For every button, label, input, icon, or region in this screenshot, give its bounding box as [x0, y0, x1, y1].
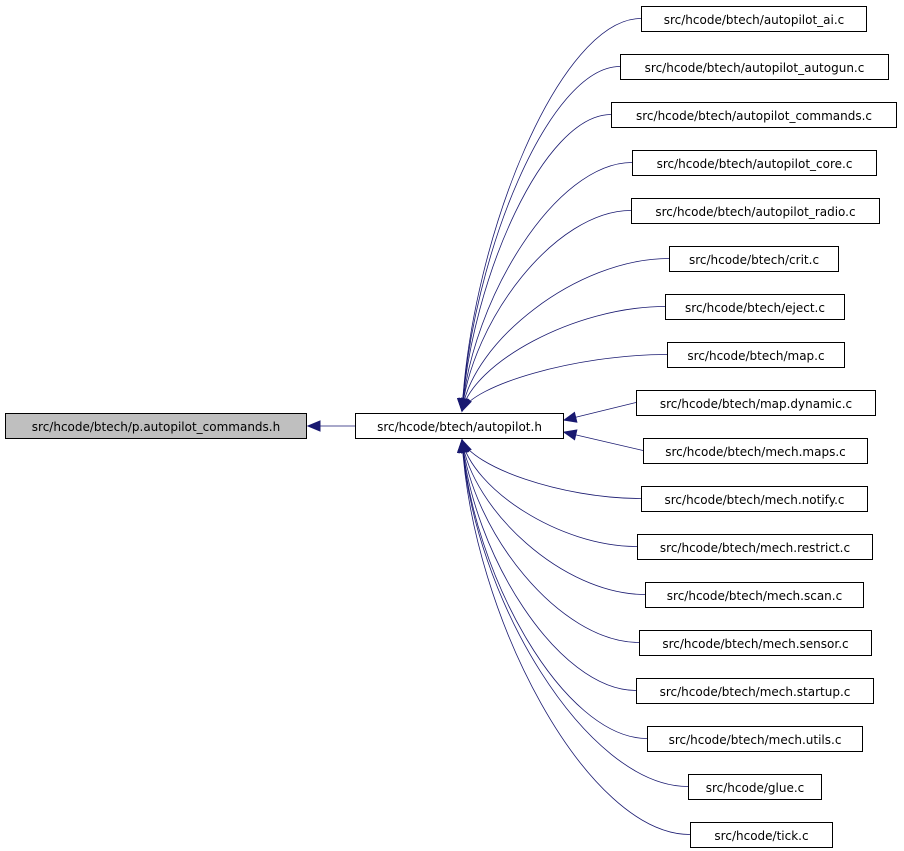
- node-btech-crit-c-box: [669, 246, 839, 272]
- node-btech-mech-maps-c-label: src/hcode/btech/mech.maps.c: [665, 445, 846, 459]
- node-btech-mech-utils-c-label: src/hcode/btech/mech.utils.c: [669, 733, 842, 747]
- edge-btech-autopilot-autogun-c: [457, 66, 621, 413]
- edge-btech-autopilot-core-c: [457, 162, 633, 413]
- node-btech-mech-startup-c-box: [636, 678, 874, 704]
- edge-btech-mech-utils-c: [457, 438, 648, 739]
- node-btech-mech-notify-c-label: src/hcode/btech/mech.notify.c: [665, 493, 845, 507]
- node-btech-crit-c-label: src/hcode/btech/crit.c: [689, 253, 819, 267]
- node-btech-map-c[interactable]: src/hcode/btech/map.c: [667, 342, 845, 368]
- node-tick-c-label: src/hcode/tick.c: [714, 829, 808, 843]
- node-btech-autopilot-commands-c-label: src/hcode/btech/autopilot_commands.c: [636, 109, 872, 123]
- node-btech-mech-utils-c[interactable]: src/hcode/btech/mech.utils.c: [647, 726, 863, 752]
- edge-tick-c: [456, 438, 691, 835]
- node-root-label: src/hcode/btech/p.autopilot_commands.h: [32, 420, 280, 434]
- node-btech-mech-scan-c-box: [645, 582, 864, 608]
- node-btech-mech-maps-c[interactable]: src/hcode/btech/mech.maps.c: [643, 438, 868, 464]
- node-tick-c[interactable]: src/hcode/tick.c: [690, 822, 833, 848]
- node-btech-autopilot-autogun-c-box: [620, 54, 889, 80]
- nodes-layer: src/hcode/btech/p.autopilot_commands.h s…: [5, 6, 897, 848]
- edge-autopilot-h-to-root: [306, 420, 355, 432]
- node-btech-mech-scan-c-label: src/hcode/btech/mech.scan.c: [667, 589, 842, 603]
- node-root-box: [5, 413, 307, 439]
- node-glue-c-box: [688, 774, 822, 800]
- node-btech-autopilot-autogun-c-label: src/hcode/btech/autopilot_autogun.c: [645, 61, 865, 75]
- node-btech-eject-c-box: [665, 294, 845, 320]
- node-btech-mech-utils-c-box: [647, 726, 863, 752]
- node-tick-c-box: [690, 822, 833, 848]
- edge-btech-mech-restrict-c: [458, 438, 638, 547]
- node-btech-autopilot-core-c[interactable]: src/hcode/btech/autopilot_core.c: [632, 150, 877, 176]
- node-btech-mech-sensor-c-label: src/hcode/btech/mech.sensor.c: [662, 637, 848, 651]
- node-btech-map-dynamic-c[interactable]: src/hcode/btech/map.dynamic.c: [636, 390, 876, 416]
- node-btech-autopilot-ai-c-box: [641, 6, 867, 32]
- node-btech-mech-maps-c-box: [643, 438, 868, 464]
- node-btech-mech-scan-c[interactable]: src/hcode/btech/mech.scan.c: [645, 582, 864, 608]
- node-btech-eject-c-label: src/hcode/btech/eject.c: [685, 301, 825, 315]
- node-btech-mech-startup-c[interactable]: src/hcode/btech/mech.startup.c: [636, 678, 874, 704]
- node-btech-mech-sensor-c-box: [639, 630, 872, 656]
- node-btech-autopilot-core-c-label: src/hcode/btech/autopilot_core.c: [657, 157, 853, 171]
- node-btech-mech-notify-c[interactable]: src/hcode/btech/mech.notify.c: [641, 486, 868, 512]
- edge-btech-mech-sensor-c: [457, 438, 640, 643]
- edge-btech-mech-startup-c: [457, 438, 637, 691]
- node-autopilot-h-box: [355, 413, 564, 439]
- node-btech-autopilot-core-c-box: [632, 150, 877, 176]
- edge-btech-mech-maps-c: [562, 429, 644, 451]
- node-btech-autopilot-commands-c-box: [611, 102, 897, 128]
- node-btech-autopilot-radio-c-label: src/hcode/btech/autopilot_radio.c: [655, 205, 855, 219]
- node-autopilot-h[interactable]: src/hcode/btech/autopilot.h: [355, 413, 564, 439]
- edge-btech-map-c: [461, 354, 668, 413]
- node-btech-mech-restrict-c-label: src/hcode/btech/mech.restrict.c: [660, 541, 850, 555]
- node-btech-mech-sensor-c[interactable]: src/hcode/btech/mech.sensor.c: [639, 630, 872, 656]
- node-glue-c[interactable]: src/hcode/glue.c: [688, 774, 822, 800]
- node-btech-autopilot-commands-c[interactable]: src/hcode/btech/autopilot_commands.c: [611, 102, 897, 128]
- edge-btech-mech-scan-c: [458, 438, 646, 595]
- node-btech-autopilot-radio-c-box: [631, 198, 880, 224]
- node-btech-crit-c[interactable]: src/hcode/btech/crit.c: [669, 246, 839, 272]
- node-btech-eject-c[interactable]: src/hcode/btech/eject.c: [665, 294, 845, 320]
- edge-btech-mech-notify-c: [461, 438, 642, 499]
- node-btech-map-dynamic-c-box: [636, 390, 876, 416]
- node-autopilot-h-label: src/hcode/btech/autopilot.h: [377, 420, 542, 434]
- edge-btech-map-dynamic-c: [562, 402, 637, 423]
- node-btech-autopilot-autogun-c[interactable]: src/hcode/btech/autopilot_autogun.c: [620, 54, 889, 80]
- node-btech-autopilot-ai-c-label: src/hcode/btech/autopilot_ai.c: [664, 13, 845, 27]
- node-btech-mech-notify-c-box: [641, 486, 868, 512]
- node-btech-autopilot-ai-c[interactable]: src/hcode/btech/autopilot_ai.c: [641, 6, 867, 32]
- edge-btech-autopilot-radio-c: [457, 210, 632, 413]
- node-root[interactable]: src/hcode/btech/p.autopilot_commands.h: [5, 413, 307, 439]
- edges-layer: [306, 18, 691, 835]
- node-glue-c-label: src/hcode/glue.c: [706, 781, 805, 795]
- node-btech-map-c-label: src/hcode/btech/map.c: [687, 349, 824, 363]
- node-btech-mech-startup-c-label: src/hcode/btech/mech.startup.c: [660, 685, 851, 699]
- node-btech-map-dynamic-c-label: src/hcode/btech/map.dynamic.c: [660, 397, 852, 411]
- edge-btech-crit-c: [458, 258, 670, 413]
- node-btech-autopilot-radio-c[interactable]: src/hcode/btech/autopilot_radio.c: [631, 198, 880, 224]
- edge-btech-eject-c: [458, 306, 666, 413]
- node-btech-mech-restrict-c-box: [637, 534, 873, 560]
- edge-btech-autopilot-ai-c: [456, 18, 642, 413]
- node-btech-map-c-box: [667, 342, 845, 368]
- node-btech-mech-restrict-c[interactable]: src/hcode/btech/mech.restrict.c: [637, 534, 873, 560]
